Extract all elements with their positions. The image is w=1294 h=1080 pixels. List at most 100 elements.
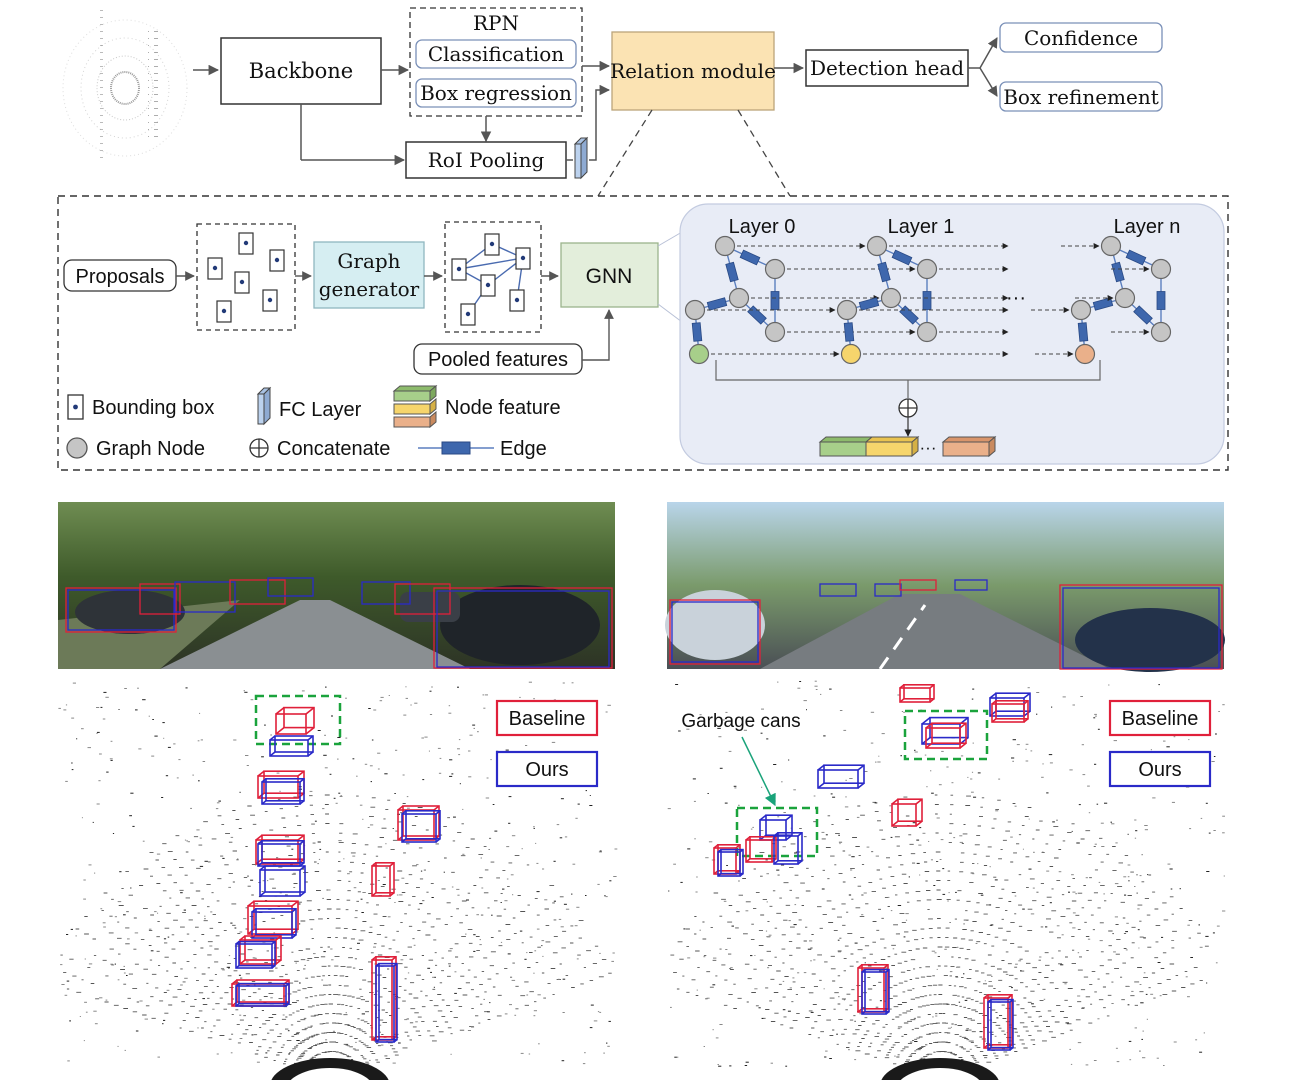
lidar-point <box>1114 883 1119 885</box>
classification-box <box>415 39 577 69</box>
bev-3d-box-edge <box>1023 692 1031 699</box>
lidar-ring <box>181 918 491 1020</box>
lidar-point <box>291 848 294 850</box>
lidar-point <box>343 858 345 860</box>
lidar-point <box>667 808 671 810</box>
lidar-point <box>330 948 333 950</box>
lidar-point <box>63 709 67 711</box>
lidar-point <box>1093 1060 1097 1061</box>
bev-3d-box <box>401 813 437 843</box>
lidar-point <box>1161 936 1164 938</box>
lidar-point <box>1056 925 1060 927</box>
lidar-point <box>971 698 974 700</box>
lidar-point <box>314 820 317 822</box>
bev-3d-box-edge <box>861 1010 866 1015</box>
bev-3d-box-back <box>238 982 290 1005</box>
lidar-point <box>1104 802 1108 804</box>
bev-3d-box-edge <box>257 862 263 867</box>
lidar-point <box>967 776 969 778</box>
lidar-point <box>66 980 70 982</box>
bev-3d-box-edge <box>299 800 305 805</box>
lidar-point <box>505 749 509 751</box>
lidar-point <box>163 737 165 739</box>
bev-3d-box-edge <box>433 805 440 811</box>
lidar-point <box>605 896 608 898</box>
lidar-point <box>173 743 176 745</box>
lidar-point <box>345 697 347 699</box>
lidar-point <box>687 848 691 850</box>
lidar-point <box>457 686 459 688</box>
lidar-point <box>832 796 836 798</box>
lidar-point <box>427 967 431 969</box>
lidar-point <box>166 989 170 991</box>
lidar-point <box>370 781 372 783</box>
lidar-point <box>743 729 747 731</box>
lidar-point <box>424 736 428 738</box>
bev-3d-box-edge <box>393 962 398 967</box>
lidar-point <box>66 934 69 935</box>
rpn-group <box>409 7 583 117</box>
lidar-point <box>362 892 366 893</box>
lidar-point <box>163 938 167 940</box>
lidar-point <box>1115 1047 1118 1049</box>
lidar-point <box>1103 893 1105 895</box>
lidar-point <box>413 944 416 946</box>
lidar-point <box>476 914 479 916</box>
lidar-point <box>1167 863 1171 865</box>
lidar-point <box>926 786 928 788</box>
lidar-ring <box>189 937 474 1032</box>
lidar-point <box>939 859 942 860</box>
lidar-point <box>367 827 370 828</box>
lidar-point <box>733 785 737 787</box>
lidar-point <box>914 749 916 751</box>
pooled-features-box <box>413 343 583 375</box>
lidar-point <box>1033 851 1035 853</box>
lidar-point <box>483 707 486 709</box>
lidar-point <box>941 750 944 752</box>
lidar-point <box>500 941 503 943</box>
lidar-ring <box>254 1003 408 1055</box>
lidar-point <box>1203 1032 1205 1034</box>
lidar-point <box>799 681 802 682</box>
lidar-point <box>502 888 505 890</box>
lidar-point <box>65 704 68 706</box>
gnn-node <box>764 258 786 280</box>
lidar-point <box>1222 815 1225 817</box>
lidar-point <box>364 763 368 765</box>
lidar-point <box>239 791 241 793</box>
lidar-point <box>508 822 511 824</box>
lidar-point <box>956 946 959 948</box>
bev-3d-box-edge <box>915 820 923 827</box>
lidar-point <box>890 836 893 838</box>
lidar-point <box>183 909 186 911</box>
lidar-point <box>542 955 544 957</box>
lidar-point <box>180 984 183 986</box>
ours-label-right: Ours <box>1138 759 1181 781</box>
lidar-point <box>79 1016 81 1017</box>
gnn-edge-block <box>725 261 739 283</box>
lidar-point <box>1041 851 1044 853</box>
lidar-point <box>760 830 764 831</box>
lidar-point <box>1171 940 1175 941</box>
lidar-point <box>980 894 984 896</box>
lidar-point <box>480 857 482 859</box>
bev-3d-box-edge <box>305 706 315 715</box>
lidar-point <box>401 877 405 879</box>
lidar-point <box>881 970 885 972</box>
lidar-point <box>950 1026 952 1028</box>
lidar-point <box>1142 1057 1146 1059</box>
lidar-point <box>1077 1042 1082 1044</box>
lidar-point <box>1036 713 1038 715</box>
lidar-point <box>994 879 998 881</box>
box-regression-box <box>415 78 577 108</box>
lidar-point <box>162 722 165 724</box>
lidar-point <box>1069 1048 1071 1050</box>
lidar-point <box>803 700 807 702</box>
lidar-point <box>322 808 325 810</box>
lidar-point <box>903 711 905 713</box>
lidar-ring <box>761 899 1112 1019</box>
lidar-point <box>83 898 86 900</box>
lidar-point <box>576 906 580 908</box>
lidar-point <box>1169 868 1173 870</box>
lidar-point <box>1208 832 1211 834</box>
